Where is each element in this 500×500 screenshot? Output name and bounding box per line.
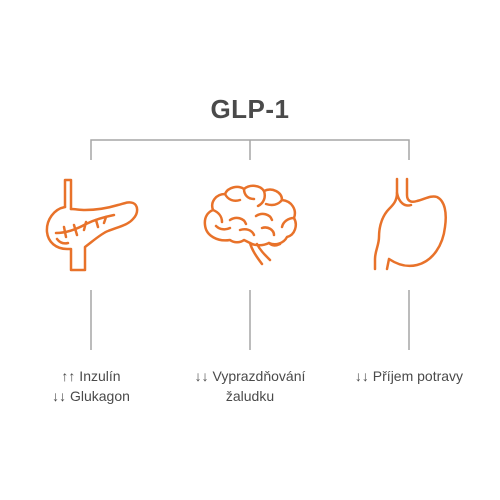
pancreas-effects-label: ↑↑ Inzulín ↓↓ Glukagon — [11, 366, 171, 406]
stomach-effect-line: ↓↓ Příjem potravy — [354, 368, 464, 384]
brain-effect-line: žaludku — [225, 388, 275, 404]
pancreas-icon — [45, 178, 139, 272]
diagram-title: GLP-1 — [210, 94, 290, 124]
brain-effect-line: ↓↓ Vyprazdňování — [194, 368, 306, 384]
stomach-icon — [373, 177, 447, 271]
brain-effects-label: ↓↓ Vyprazdňování žaludku — [160, 366, 340, 406]
pancreas-effect-line: ↓↓ Glukagon — [52, 388, 130, 404]
pancreas-effect-line: ↑↑ Inzulín — [61, 368, 121, 384]
brain-icon — [203, 184, 297, 266]
stomach-effects-label: ↓↓ Příjem potravy — [329, 366, 489, 386]
